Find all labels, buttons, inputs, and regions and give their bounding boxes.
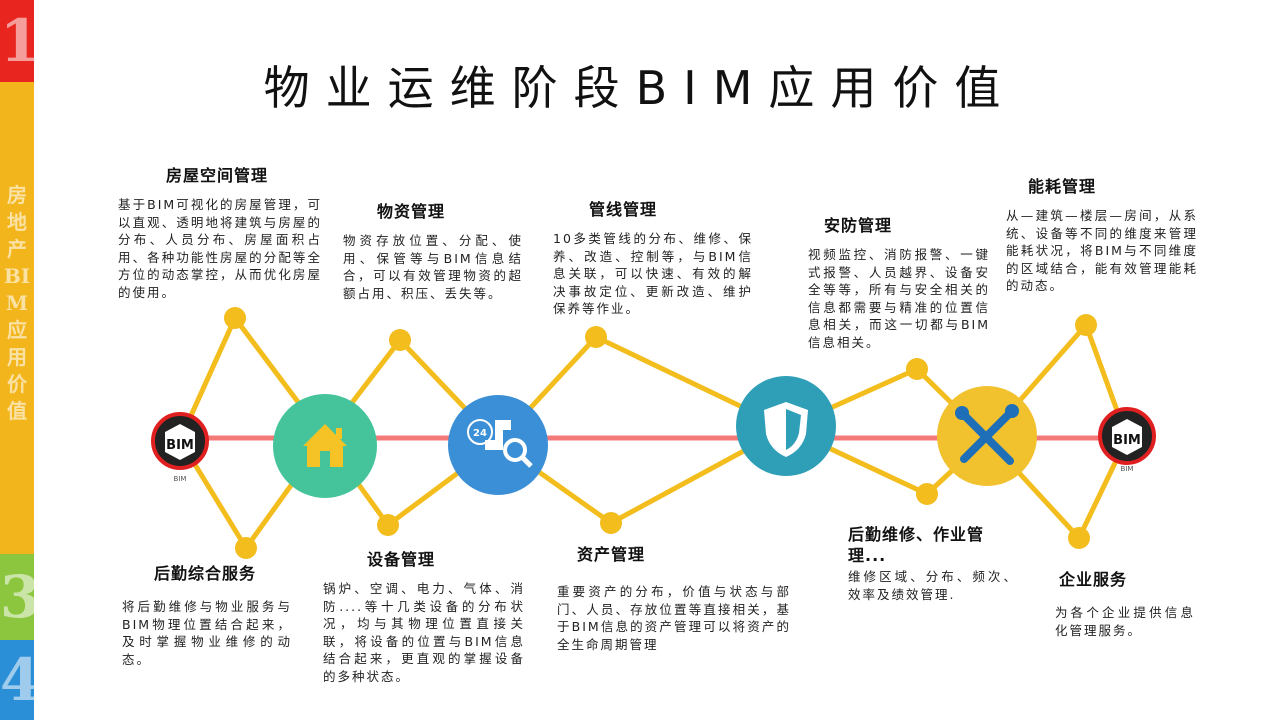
block-title: 企业服务 <box>1059 570 1128 589</box>
section-2-band: 房地产BIM应用价值 <box>0 82 34 554</box>
section-number-4: 4 <box>0 640 40 720</box>
node-dots <box>224 307 1097 559</box>
left-color-strip: 1 房地产BIM应用价值 3 4 <box>0 0 40 720</box>
logo-caption-left: BIM <box>174 475 187 483</box>
node-dot <box>377 514 399 536</box>
section-number-3: 3 <box>0 554 40 640</box>
node-dot <box>389 329 411 351</box>
block-text: 为各个企业提供信息化管理服务。 <box>1055 605 1195 638</box>
block-text: 视频监控、消防报警、一键式报警、人员越界、设备安全等等，所有与安全相关的信息都需… <box>808 247 990 350</box>
node-dot <box>916 483 938 505</box>
page-title: 物业运维阶段BIM应用价值 <box>263 61 1017 115</box>
block-space-management: 房屋空间管理 基于BIM可视化的房屋管理，可以直观、透明地将建筑与房屋的分布、人… <box>118 162 322 301</box>
block-text: 10多类管线的分布、维修、保养、改造、控制等，与BIM信息关联，可以快速、有效的… <box>553 231 753 316</box>
block-enterprise-service: 企业服务 为各个企业提供信息化管理服务。 <box>1055 566 1195 639</box>
node-dot <box>224 307 246 329</box>
bim-logo-icon-left: BIM <box>151 412 209 470</box>
block-text: 基于BIM可视化的房屋管理，可以直观、透明地将建筑与房屋的分布、人员分布、房屋面… <box>118 197 322 300</box>
block-text: 从—建筑—楼层—房间，从系统、设备等不同的维度来管理能耗状况，将BIM与不同维度… <box>1006 208 1198 293</box>
node-dot <box>906 358 928 380</box>
block-energy-management: 能耗管理 从—建筑—楼层—房间，从系统、设备等不同的维度来管理能耗状况，将BIM… <box>1006 173 1198 295</box>
sidebar-vertical-label: 房地产BIM应用价值 <box>3 183 31 423</box>
tools-icon <box>937 386 1037 486</box>
svg-text:BIM: BIM <box>1113 433 1141 448</box>
bim-logo-icon-right: BIM <box>1098 407 1156 465</box>
block-equipment-management: 设备管理 锅炉、空调、电力、气体、消防....等十几类设备的分布状况，均与其物理… <box>323 546 525 685</box>
block-maintenance-management: 后勤维修、作业管理... 维修区域、分布、频次、效率及绩效管理. <box>848 524 1018 603</box>
pipeline-search-icon: 24 <box>448 395 548 495</box>
block-text: 维修区域、分布、频次、效率及绩效管理. <box>848 569 1018 602</box>
block-title: 管线管理 <box>589 200 658 219</box>
block-logistics-service: 后勤综合服务 将后勤维修与物业服务与BIM物理位置结合起来，及时掌握物业维修的动… <box>122 560 292 668</box>
node-dot <box>1075 314 1097 336</box>
block-title: 房屋空间管理 <box>166 166 269 185</box>
block-title: 后勤综合服务 <box>154 564 257 583</box>
block-text: 将后勤维修与物业服务与BIM物理位置结合起来，及时掌握物业维修的动态。 <box>122 599 292 667</box>
block-title: 物资管理 <box>377 202 446 221</box>
svg-text:BIM: BIM <box>166 438 194 453</box>
section-number-1: 1 <box>0 0 40 82</box>
block-title: 资产管理 <box>577 545 646 564</box>
block-text: 物资存放位置、分配、使用、保管等与BIM信息结合，可以有效管理物资的超额占用、积… <box>343 233 523 301</box>
block-title: 设备管理 <box>367 550 436 569</box>
block-material-management: 物资管理 物资存放位置、分配、使用、保管等与BIM信息结合，可以有效管理物资的超… <box>343 198 523 302</box>
block-title: 能耗管理 <box>1028 177 1097 196</box>
block-asset-management: 资产管理 重要资产的分布，价值与状态与部门、人员、存放位置等直接相关，基于BIM… <box>557 541 791 653</box>
block-text: 锅炉、空调、电力、气体、消防....等十几类设备的分布状况，均与其物理位置直接关… <box>323 581 525 684</box>
block-security-management: 安防管理 视频监控、消防报警、一键式报警、人员越界、设备安全等等，所有与安全相关… <box>808 212 990 351</box>
house-icon <box>273 394 377 498</box>
node-dot <box>600 512 622 534</box>
block-text: 重要资产的分布，价值与状态与部门、人员、存放位置等直接相关，基于BIM信息的资产… <box>557 584 791 652</box>
node-dot <box>235 537 257 559</box>
shield-icon <box>736 376 836 476</box>
node-dot <box>585 326 607 348</box>
block-title: 安防管理 <box>824 216 893 235</box>
node-dot <box>1068 527 1090 549</box>
svg-text:24: 24 <box>473 428 487 439</box>
logo-caption-right: BIM <box>1121 465 1134 473</box>
block-pipeline-management: 管线管理 10多类管线的分布、维修、保养、改造、控制等，与BIM信息关联，可以快… <box>553 196 753 318</box>
block-title: 后勤维修、作业管理... <box>848 525 985 565</box>
